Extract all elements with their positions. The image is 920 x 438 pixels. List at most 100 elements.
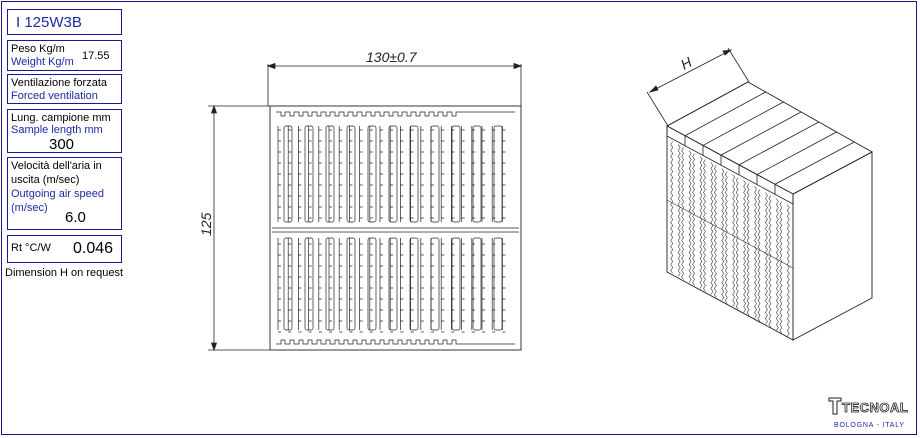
- width-dimension-label: 130±0.7: [366, 49, 418, 65]
- fin-serration: [502, 129, 506, 333]
- air-speed-label-it-1: Velocità dell'aria in: [11, 160, 102, 172]
- air-speed-label-it-2: uscita (m/sec): [11, 174, 80, 186]
- iso-ridge: [774, 141, 855, 185]
- fin-serration: [278, 129, 281, 333]
- thermal-resistance-label: Rt °C/W: [11, 242, 51, 254]
- sample-length-label-it: Lung. campione mm: [11, 112, 111, 124]
- slot-lower: [493, 237, 503, 331]
- weight-box: Peso Kg/m Weight Kg/m 17.55: [7, 40, 122, 71]
- product-code: I 125W3B: [16, 14, 82, 31]
- slot-upper: [472, 125, 482, 223]
- iso-fin: [757, 189, 761, 322]
- iso-fin: [714, 165, 717, 298]
- tecnoal-logo: TECNOAL BOLOGNA - ITALY: [828, 397, 908, 429]
- slot-upper: [304, 125, 314, 223]
- fin-serration: [431, 129, 434, 333]
- iso-ridge: [738, 121, 820, 166]
- iso-fin: [743, 180, 746, 313]
- sample-length-box: Lung. campione mm Sample length mm 300: [7, 109, 122, 153]
- width-dimension: [266, 62, 523, 106]
- iso-fin: [703, 159, 706, 292]
- slot-upper: [346, 125, 356, 223]
- iso-fin: [754, 186, 757, 319]
- iso-front-face: [666, 125, 794, 341]
- iso-ridge: [684, 91, 766, 137]
- ventilation-label-en: Forced ventilation: [11, 90, 98, 102]
- profile-fins: [272, 111, 519, 345]
- slot-lower: [430, 237, 440, 331]
- iso-fin: [688, 150, 692, 283]
- bottom-teeth: [276, 339, 515, 345]
- fin-serration: [390, 129, 394, 333]
- weight-label-it: Peso Kg/m: [11, 43, 65, 55]
- slot-upper: [493, 125, 503, 223]
- dimension-note: Dimension H on request: [5, 267, 124, 279]
- fin-serration: [288, 129, 292, 333]
- iso-ridge: [756, 131, 837, 175]
- fin-serration: [318, 129, 322, 333]
- iso-ridge: [702, 101, 784, 146]
- iso-fin: [732, 174, 736, 307]
- slot-upper: [283, 125, 293, 223]
- slot-upper: [451, 125, 461, 223]
- iso-ridge: [720, 111, 802, 156]
- iso-fin: [710, 162, 714, 295]
- slot-lower: [283, 237, 293, 331]
- air-speed-label-en-1: Outgoing air speed: [11, 188, 104, 200]
- product-code-box: I 125W3B: [7, 9, 122, 35]
- iso-fin: [721, 168, 725, 301]
- slot-lower: [388, 237, 398, 331]
- sample-length-value: 300: [49, 136, 75, 153]
- iso-fin: [692, 153, 695, 286]
- slot-upper: [325, 125, 335, 223]
- iso-fin: [776, 198, 779, 331]
- fin-serration: [400, 129, 404, 333]
- slot-lower: [325, 237, 335, 331]
- thermal-resistance-value: 0.046: [73, 240, 114, 257]
- fin-serration: [441, 129, 445, 333]
- fin-serration: [359, 129, 363, 333]
- iso-front-texture: [666, 141, 794, 337]
- iso-fin: [746, 183, 750, 316]
- weight-value: 17.55: [82, 50, 110, 62]
- iso-fin: [779, 201, 783, 334]
- fin-serration: [349, 129, 353, 333]
- ventilation-box: Ventilazione forzata Forced ventilation: [7, 74, 122, 104]
- height-dimension: [208, 104, 270, 352]
- brand-name: TECNOAL: [842, 400, 908, 415]
- iso-mid-line: [666, 199, 794, 269]
- slot-upper: [388, 125, 398, 223]
- slot-lower: [409, 237, 419, 331]
- iso-fin: [724, 171, 728, 304]
- iso-band: [666, 135, 794, 205]
- slot-lower: [472, 237, 482, 331]
- slot-lower: [304, 237, 314, 331]
- top-teeth: [276, 111, 515, 117]
- iso-view-drawing: [666, 81, 873, 341]
- fin-serration: [298, 129, 302, 333]
- height-dimension-label: 125: [198, 212, 214, 236]
- air-speed-box: Velocità dell'aria in uscita (m/sec) Out…: [7, 157, 122, 230]
- iso-ridge: [666, 81, 749, 127]
- iso-fin: [670, 141, 674, 274]
- slot-upper: [409, 125, 419, 223]
- iso-fin: [786, 204, 790, 337]
- slot-lower: [346, 237, 356, 331]
- air-speed-label-en-2: (m/sec): [11, 202, 48, 214]
- fin-serration: [420, 129, 424, 333]
- slot-lower: [451, 237, 461, 331]
- fin-serration: [482, 129, 485, 333]
- slot-lower: [367, 237, 377, 331]
- iso-fin: [681, 147, 684, 280]
- iso-fin: [677, 144, 681, 277]
- brand-location: BOLOGNA - ITALY: [834, 422, 905, 429]
- fin-serration: [451, 129, 455, 333]
- iso-fin: [768, 195, 772, 328]
- air-speed-value: 6.0: [65, 209, 86, 226]
- iso-top-ridges: [666, 81, 873, 205]
- fin-serration: [461, 129, 465, 333]
- iso-fin: [735, 177, 739, 310]
- slot-upper: [367, 125, 377, 223]
